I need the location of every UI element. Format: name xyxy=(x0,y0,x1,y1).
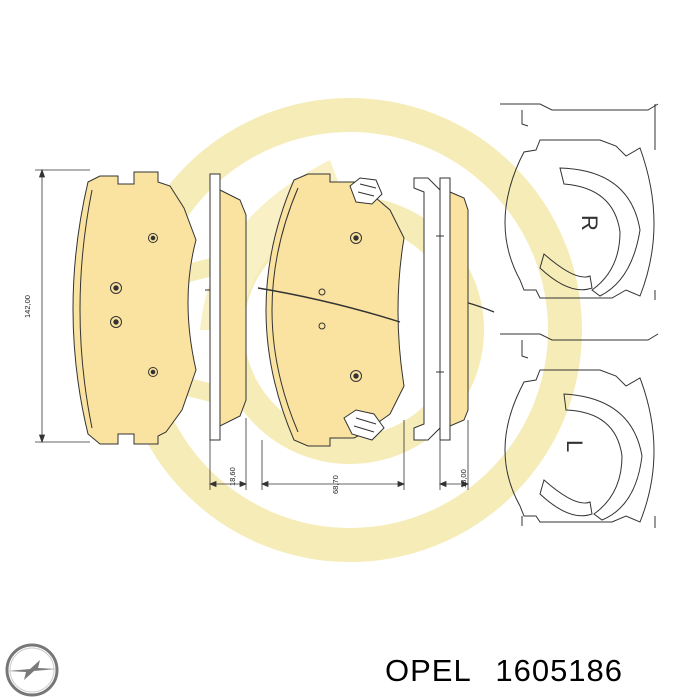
pad-side-profile-outer xyxy=(205,173,247,441)
side-marker-right: R xyxy=(577,215,602,231)
thickness-outer-dimension xyxy=(208,418,248,490)
thickness-inner-label: 18,00 xyxy=(459,469,468,488)
brand-name: OPEL xyxy=(385,653,472,688)
thickness-inner-dimension xyxy=(438,420,470,490)
side-marker-left: L xyxy=(562,440,587,452)
height-dimension-label: 142,00 xyxy=(23,295,32,318)
wear-sensor-clip-top xyxy=(349,177,383,205)
front-brake-pad xyxy=(72,171,197,445)
width-dimension-label: 68,70 xyxy=(331,475,340,494)
thickness-outer-label: 18,60 xyxy=(228,467,237,486)
product-caption: OPEL 1605186 xyxy=(385,651,690,691)
anti-noise-shim-right xyxy=(500,103,659,300)
width-dimension xyxy=(260,420,406,490)
wear-sensor-clip-bottom xyxy=(343,409,385,441)
anti-noise-shim-left xyxy=(500,333,659,528)
height-dimension xyxy=(35,168,90,444)
rear-brake-pad xyxy=(265,173,405,447)
part-number: 1605186 xyxy=(495,653,624,688)
opel-logo-icon xyxy=(5,643,59,697)
pad-side-profile-inner xyxy=(413,177,469,441)
